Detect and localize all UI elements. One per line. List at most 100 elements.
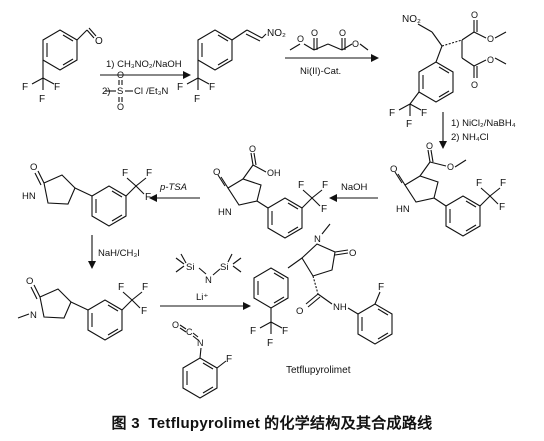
atom-o: O (471, 10, 478, 20)
atom-f: F (39, 94, 45, 105)
atom-o: O (487, 55, 494, 65)
atom-o: O (213, 167, 220, 178)
atom-si: Si (186, 262, 194, 273)
sulfonyl-chloride-reagent: 2) S O O Cl /Et₃N (102, 70, 168, 112)
atom-f: F (378, 282, 384, 293)
atom-f: F (421, 108, 427, 119)
step6-reagent: NaH/CH₃I (98, 248, 140, 259)
atom-o: O (26, 276, 33, 287)
nitro-group: NO₂ (402, 14, 421, 25)
pyrrolidinone-ring (301, 243, 336, 277)
atom-o: O (249, 144, 256, 154)
atom-n: N (205, 275, 212, 286)
atom-f: F (226, 354, 232, 365)
isocyanate-reagent: O C N F (172, 320, 232, 399)
atom-f: F (122, 168, 128, 179)
atom-f: F (406, 119, 412, 130)
atom-o: O (30, 162, 37, 173)
atom-f: F (321, 204, 327, 215)
atom-o: O (117, 102, 124, 112)
atom-o: O (311, 28, 318, 38)
compound-michael-adduct: NO₂ O O O O F F F (389, 10, 507, 130)
step3-reagent-line2: 2) NH₄Cl (451, 132, 489, 143)
atom-f: F (500, 178, 506, 189)
step1-reagent-line1: 1) CH₃NO₂/NaOH (106, 59, 182, 70)
compound-n-methyl-pyrrolidinone: O N F F F (17, 276, 148, 341)
pyrrolidinone-ring (227, 178, 262, 206)
atom-f: F (389, 108, 395, 119)
atom-o: O (95, 36, 103, 47)
atom-o: O (117, 70, 124, 80)
pyrrolidinone-ring (39, 288, 72, 319)
atom-nh: HN (22, 191, 36, 202)
compound-lactam-ester: O HN O O F F F (390, 141, 506, 237)
step7-lithium: Li⁺ (196, 292, 208, 303)
atom-o: O (349, 248, 356, 259)
atom-f: F (146, 168, 152, 179)
atom-n: N (314, 234, 321, 245)
compound-benzaldehyde: O F F F (22, 27, 103, 105)
atom-o: O (172, 320, 179, 330)
step5-reagent: p-TSA (159, 182, 187, 193)
benzene-ring (182, 357, 218, 399)
benzene-ring (91, 185, 127, 227)
step4-reagent: NaOH (341, 182, 368, 193)
step2-catalyst: Ni(II)-Cat. (300, 66, 341, 77)
compound-nitrostyrene: NO₂ F F F (177, 28, 286, 105)
atom-nh: HN (396, 204, 410, 215)
atom-o: O (390, 164, 397, 175)
atom-f: F (22, 82, 28, 93)
atom-f: F (322, 180, 328, 191)
atom-f: F (267, 338, 273, 349)
atom-f: F (177, 82, 183, 93)
benzene-ring (357, 303, 393, 345)
compound-tetflupyrolimet: N O F F F O NH F (250, 223, 393, 349)
hydroxyl-group: OH (267, 168, 281, 178)
benzene-ring (445, 195, 481, 237)
benzene-ring (418, 61, 454, 103)
benzene-ring (253, 267, 289, 309)
atom-o: O (352, 39, 359, 49)
caption-description: 的化学结构及其合成路线 (264, 415, 433, 432)
malonate-reagent: O O O O (289, 28, 369, 51)
atom-f: F (209, 82, 215, 93)
atom-f: F (250, 326, 256, 337)
atom-si: Si (220, 262, 228, 273)
lihmds-reagent: Si N Si (175, 253, 242, 286)
atom-o: O (487, 34, 494, 44)
caption-compound-name: Tetflupyrolimet (148, 415, 261, 432)
step1-base: /Et₃N (146, 86, 168, 97)
benzene-ring (42, 29, 78, 71)
nitro-group: NO₂ (267, 28, 286, 39)
atom-n: N (30, 310, 37, 321)
atom-o: O (471, 80, 478, 90)
atom-f: F (282, 326, 288, 337)
compound-lactam-acid: O HN O OH F F F (213, 144, 328, 239)
atom-o: O (339, 28, 346, 38)
step3-reagent-line1: 1) NiCl₂/NaBH₄ (451, 118, 516, 129)
benzene-ring (197, 29, 233, 71)
atom-f: F (54, 82, 60, 93)
atom-f: F (499, 202, 505, 213)
atom-nh: HN (218, 207, 232, 218)
amide-nh: NH (333, 302, 347, 313)
atom-o: O (297, 34, 304, 44)
atom-cl: Cl (134, 86, 143, 97)
product-name: Tetflupyrolimet (286, 365, 351, 376)
atom-o: O (426, 141, 433, 151)
atom-c: C (186, 327, 193, 337)
benzene-ring (87, 299, 123, 341)
atom-f: F (142, 282, 148, 293)
atom-o: O (296, 306, 303, 317)
compound-aryl-pyrrolidinone: O HN F F F (22, 162, 152, 227)
atom-f: F (141, 306, 147, 317)
atom-f: F (118, 282, 124, 293)
atom-n: N (197, 338, 204, 348)
atom-f: F (194, 94, 200, 105)
pyrrolidinone-ring (404, 175, 439, 203)
atom-f: F (145, 192, 151, 203)
caption-figure-number: 图 3 (111, 415, 140, 432)
atom-f: F (476, 178, 482, 189)
